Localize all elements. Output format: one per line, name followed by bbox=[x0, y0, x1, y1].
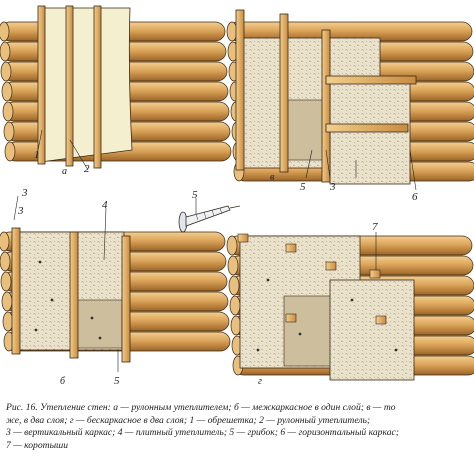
panel-g-frameless bbox=[226, 233, 474, 381]
log-end bbox=[228, 275, 240, 296]
log-end bbox=[2, 101, 14, 122]
caption-line: 7 — коротыши bbox=[6, 439, 69, 451]
log-end bbox=[229, 295, 241, 316]
label-2: 2 bbox=[84, 163, 90, 175]
wall-insulation-diagram: 1 2 3 5 3 3 4 5 5 6 7 а б в г bbox=[0, 5, 474, 387]
short-block bbox=[325, 261, 337, 271]
vertical-frame bbox=[11, 227, 21, 355]
figure-caption: Рис. 16. Утепление стен: а — рулонным ут… bbox=[0, 402, 474, 452]
log-end bbox=[4, 141, 16, 162]
subfigure-b: б bbox=[60, 376, 66, 387]
label-3: 3 bbox=[17, 205, 24, 217]
log-end bbox=[226, 235, 238, 256]
dowel-fungus bbox=[178, 205, 241, 233]
label-5: 5 bbox=[300, 181, 306, 193]
label-1: 1 bbox=[34, 149, 40, 161]
log-end bbox=[0, 251, 11, 272]
log-end bbox=[0, 61, 12, 82]
log-end bbox=[226, 21, 238, 42]
label-3: 3 bbox=[21, 187, 28, 199]
subfigure-v: в bbox=[270, 172, 275, 183]
log-end bbox=[3, 121, 15, 142]
short-block bbox=[369, 269, 381, 279]
vertical-frame bbox=[235, 9, 245, 171]
slab-insulation-inner bbox=[283, 99, 325, 161]
short-block bbox=[285, 243, 297, 253]
label-4: 4 bbox=[102, 199, 108, 211]
vertical-frame bbox=[121, 235, 131, 363]
horizontal-frame bbox=[325, 123, 409, 133]
slab-insulation-outer bbox=[329, 279, 415, 381]
label-5: 5 bbox=[114, 375, 120, 387]
panel-a-roll-insulation bbox=[0, 5, 232, 169]
subfigure-a: а bbox=[62, 166, 67, 177]
batten bbox=[37, 5, 46, 165]
log-end bbox=[2, 311, 14, 332]
log-end bbox=[0, 271, 12, 292]
log-end bbox=[0, 41, 11, 62]
label-5: 5 bbox=[192, 189, 198, 201]
slab-insulation-inner bbox=[73, 299, 123, 349]
subfigure-g: г bbox=[258, 376, 262, 387]
vertical-frame bbox=[279, 13, 289, 173]
label-6: 6 bbox=[412, 191, 418, 203]
slab-insulation-inner bbox=[283, 295, 335, 367]
log-end bbox=[0, 231, 10, 252]
vertical-frame bbox=[69, 231, 79, 359]
caption-line: же, в два слоя; г — бескаркасное в два с… bbox=[6, 414, 371, 426]
roll-insulation bbox=[39, 7, 133, 163]
log-end bbox=[230, 315, 242, 336]
log-end bbox=[227, 255, 239, 276]
panel-v-two-layer bbox=[226, 9, 474, 185]
caption-line: Рис. 16. Утепление стен: а — рулонным ут… bbox=[6, 402, 396, 413]
log-end bbox=[1, 291, 13, 312]
batten bbox=[65, 5, 74, 167]
panel-b-single-layer bbox=[0, 227, 231, 363]
label-3: 3 bbox=[329, 181, 336, 193]
caption-line: 3 — вертикальный каркас; 4 — плитный уте… bbox=[6, 427, 399, 438]
short-block bbox=[237, 233, 249, 243]
log-end bbox=[1, 81, 13, 102]
short-block bbox=[375, 315, 387, 325]
batten bbox=[93, 5, 102, 169]
short-block bbox=[285, 313, 297, 323]
log-end bbox=[0, 21, 10, 42]
label-7: 7 bbox=[372, 221, 378, 233]
vertical-frame bbox=[321, 29, 331, 183]
horizontal-frame bbox=[325, 75, 417, 85]
